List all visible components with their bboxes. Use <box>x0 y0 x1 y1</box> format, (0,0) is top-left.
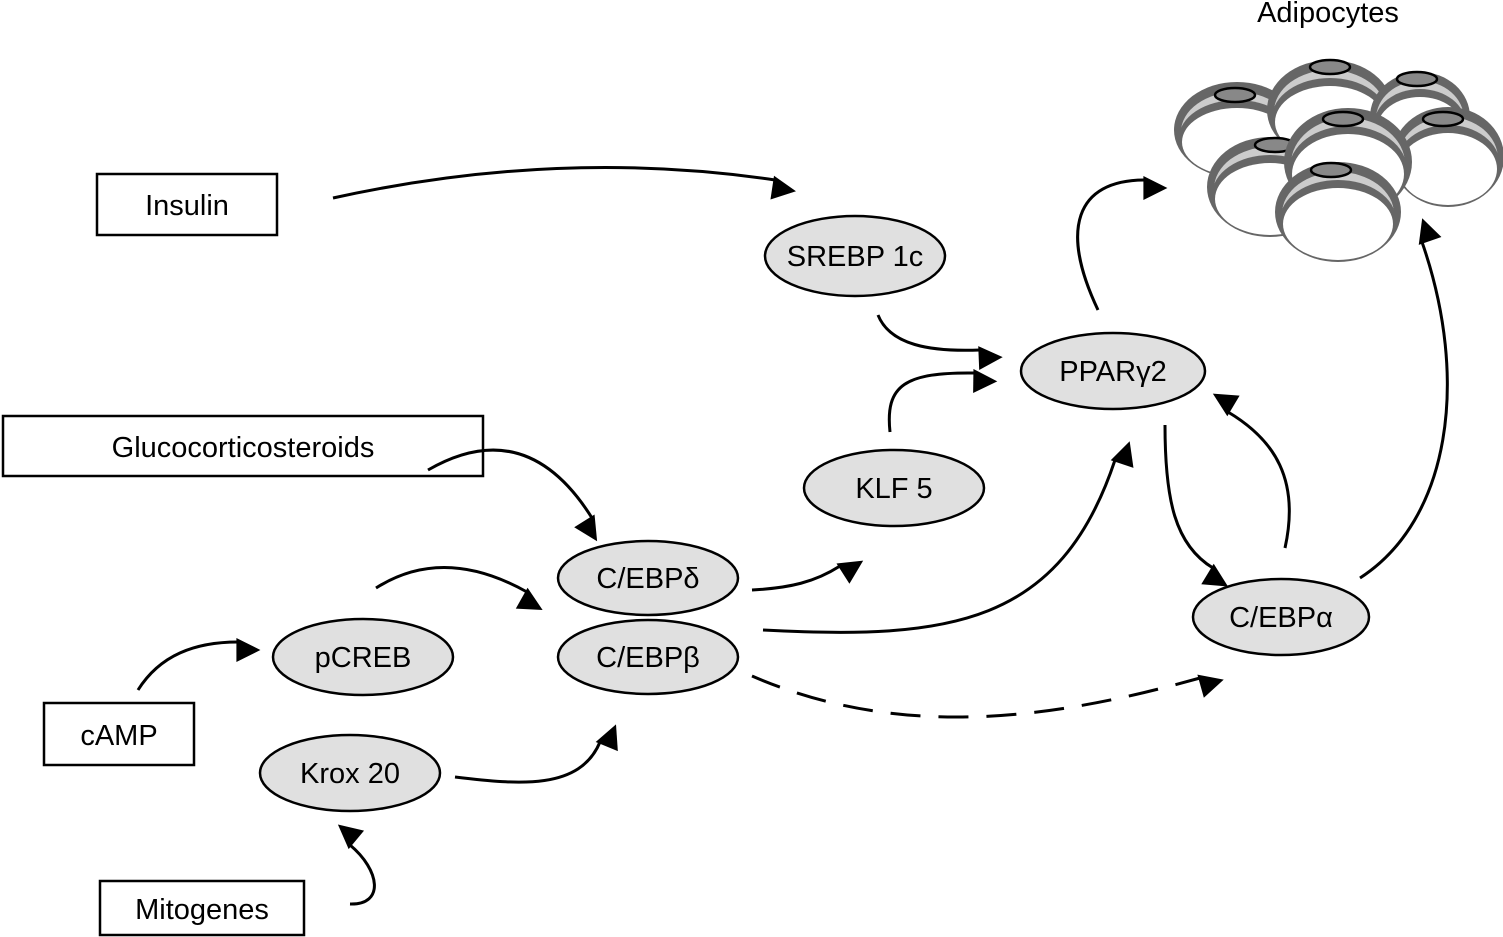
cebp-delta-node: C/EBPδ <box>556 539 740 617</box>
krox20-node: Krox 20 <box>258 733 442 813</box>
cebp-alpha-label: C/EBPα <box>1229 602 1333 634</box>
adipocytes-label: Adipocytes <box>1257 0 1399 29</box>
arrow-srebp-to-ppar <box>876 314 1003 371</box>
klf5-label: KLF 5 <box>855 473 932 505</box>
arrow-cebp-beta-to-ppar <box>762 441 1134 634</box>
arrow-klf5-to-ppar <box>887 368 998 433</box>
adipocytes-illustration: Adipocytes <box>1174 0 1503 262</box>
arrow-ppar-to-cebp-alpha <box>1163 424 1229 587</box>
camp-label: cAMP <box>80 720 157 752</box>
camp-box: cAMP <box>42 701 196 767</box>
arrow-cebp-alpha-to-adipocytes <box>1359 218 1449 580</box>
cebp-delta-label: C/EBPδ <box>596 563 699 595</box>
ppar-node: PPARγ2 <box>1019 331 1207 411</box>
pcreb-label: pCREB <box>315 642 412 674</box>
srebp-label: SREBP 1c <box>787 241 923 273</box>
pcreb-node: pCREB <box>271 617 455 697</box>
arrow-mitogenes-to-krox20 <box>337 824 376 906</box>
cebp-beta-node: C/EBPβ <box>556 618 740 696</box>
klf5-node: KLF 5 <box>802 448 986 528</box>
glucocorticosteroids-box: Glucocorticosteroids <box>1 414 485 478</box>
arrow-camp-to-pcreb <box>136 638 261 691</box>
srebp-node: SREBP 1c <box>763 214 947 298</box>
adipocyte-cell <box>1275 161 1401 262</box>
arrow-krox20-to-cebp-beta <box>454 724 618 784</box>
arrow-cebp-delta-to-klf5 <box>751 560 864 592</box>
arrow-camp-to-cebp-delta <box>375 566 543 610</box>
cebp-beta-label: C/EBPβ <box>596 642 700 674</box>
arrow-insulin-to-srebp <box>332 166 796 200</box>
arrow-cebp-beta-to-cebp-alpha <box>751 674 1224 719</box>
cebp-alpha-node: C/EBPα <box>1191 577 1371 657</box>
arrow-cebp-alpha-to-ppar <box>1212 393 1291 549</box>
glucocorticosteroids-label: Glucocorticosteroids <box>112 432 375 464</box>
mitogenes-label: Mitogenes <box>135 894 269 926</box>
ppar-label: PPARγ2 <box>1059 356 1166 388</box>
krox20-label: Krox 20 <box>300 758 400 790</box>
insulin-box: Insulin <box>95 172 279 237</box>
adipocyte-cell <box>1392 107 1503 207</box>
arrow-ppar-to-adipocytes <box>1076 176 1168 311</box>
arrow-glucocorticosteroids-to-cebp-delta <box>427 448 598 542</box>
insulin-label: Insulin <box>145 190 229 222</box>
mitogenes-box: Mitogenes <box>98 879 306 937</box>
